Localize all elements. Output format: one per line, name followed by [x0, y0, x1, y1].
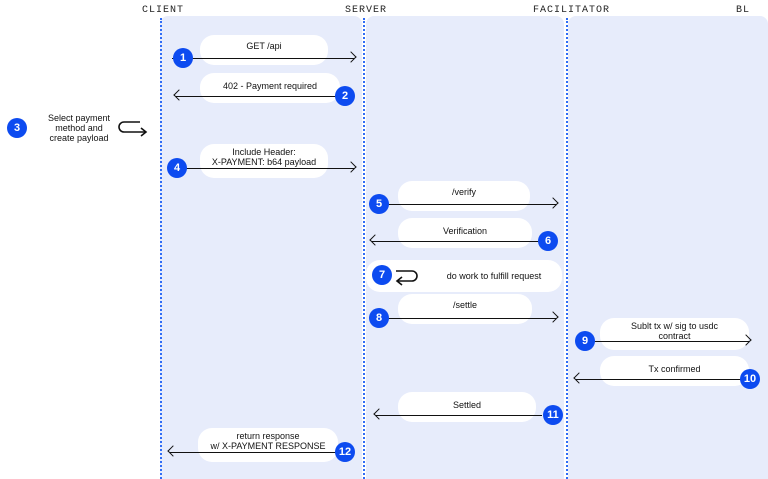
actor-facilitator: FACILITATOR	[533, 5, 611, 16]
step-2-message: 402 - Payment required	[200, 73, 340, 103]
step-6-label: Verification	[442, 226, 488, 236]
step-7-message: do work to fulfill request	[366, 260, 562, 292]
step-8-label: /settle	[452, 300, 477, 310]
step-7-badge: 7	[372, 265, 392, 285]
facilitator-lane	[568, 16, 768, 479]
step-4-label-line2: X-PAYMENT: b64 payload	[211, 157, 317, 167]
step-11-message: Settled	[398, 392, 536, 422]
client-lifeline	[160, 18, 162, 479]
step-3-label-line2: method and	[55, 123, 103, 133]
step-5-label: /verify	[451, 187, 476, 197]
step-9-badge: 9	[575, 331, 595, 351]
step-5-message: /verify	[398, 181, 530, 211]
server-lifeline	[363, 18, 365, 479]
step-4-badge: 4	[167, 158, 187, 178]
step-1-badge: 1	[173, 48, 193, 68]
step-12-label-line2: w/ X-PAYMENT RESPONSE	[210, 441, 326, 451]
step-4-arrow	[172, 168, 354, 169]
step-11-label: Settled	[452, 400, 482, 410]
step-10-badge: 10	[740, 369, 760, 389]
step-5-arrow	[378, 204, 556, 205]
step-1-label: GET /api	[246, 41, 282, 51]
step-9-arrow	[580, 341, 749, 342]
step-9-label-line1: Sublt tx w/ sig to usdc	[630, 321, 719, 331]
step-4-label-line1: Include Header:	[232, 147, 296, 157]
step-3-label-line3: create payload	[49, 133, 109, 143]
step-1-message: GET /api	[200, 35, 328, 65]
actor-client: CLIENT	[142, 5, 185, 16]
step-11-arrow	[376, 415, 542, 416]
step-2-arrow	[176, 96, 348, 97]
step-10-arrow	[576, 379, 746, 380]
step-10-message: Tx confirmed	[600, 356, 749, 386]
step-8-badge: 8	[369, 308, 389, 328]
step-12-arrow	[170, 452, 336, 453]
facilitator-lifeline	[566, 18, 568, 479]
actor-server: SERVER	[345, 5, 388, 16]
step-7-self-loop-icon	[395, 270, 418, 286]
step-9-label-line2: contract	[658, 331, 691, 341]
step-2-label: 402 - Payment required	[222, 81, 318, 91]
step-12-badge: 12	[335, 442, 355, 462]
step-3-badge: 3	[7, 118, 27, 138]
step-12-message: return response w/ X-PAYMENT RESPONSE	[198, 428, 338, 462]
step-11-badge: 11	[543, 405, 563, 425]
step-6-badge: 6	[538, 231, 558, 251]
step-6-arrow	[372, 241, 546, 242]
step-12-label-line1: return response	[236, 431, 300, 441]
step-8-arrow	[378, 318, 556, 319]
step-1-arrow	[172, 58, 354, 59]
step-3-message: Select payment method and create payload	[4, 109, 154, 147]
step-9-message: Sublt tx w/ sig to usdc contract	[600, 318, 749, 350]
step-4-message: Include Header: X-PAYMENT: b64 payload	[200, 144, 328, 178]
step-2-badge: 2	[335, 86, 355, 106]
step-3-label-line1: Select payment	[47, 113, 111, 123]
actor-blockchain: BL	[736, 5, 751, 16]
step-3-self-loop-icon	[118, 121, 148, 137]
step-5-badge: 5	[369, 194, 389, 214]
step-8-message: /settle	[398, 294, 532, 324]
step-7-label: do work to fulfill request	[446, 271, 542, 281]
step-6-message: Verification	[398, 218, 532, 248]
step-10-label: Tx confirmed	[648, 364, 701, 374]
